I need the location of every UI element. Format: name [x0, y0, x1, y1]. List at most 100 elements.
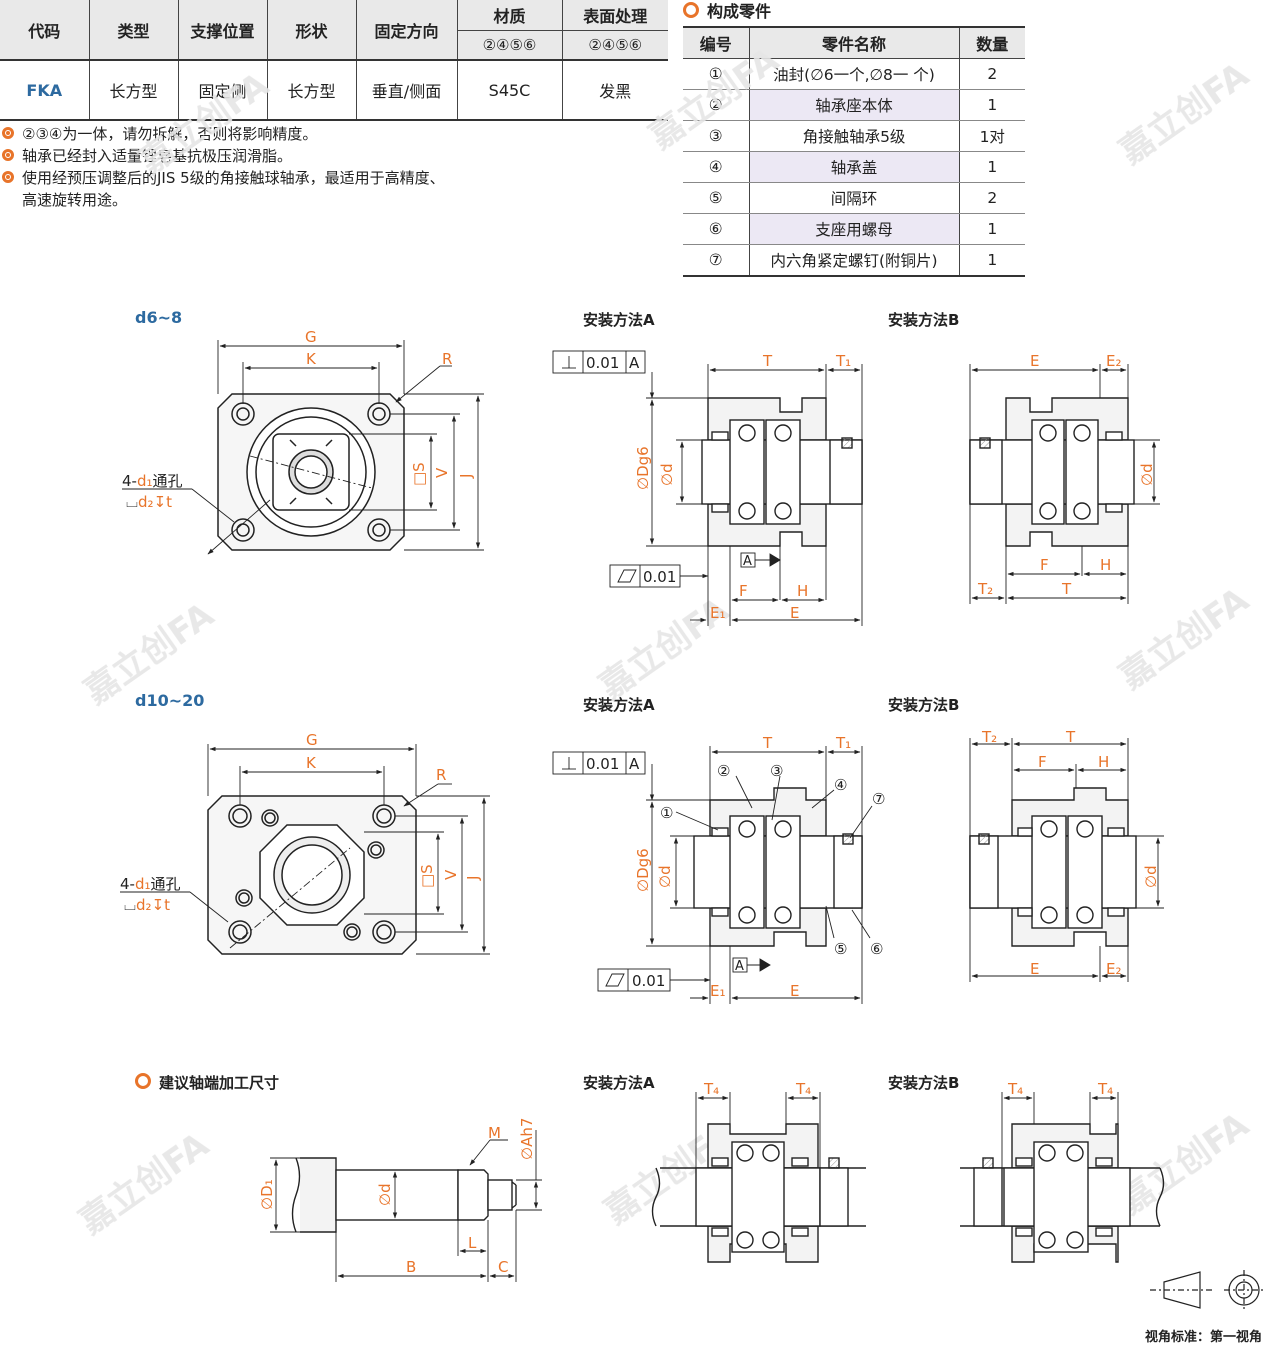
dim-dg6: ∅Dg6 [634, 446, 652, 490]
part-qty: 2 [959, 182, 1025, 214]
part-name: 轴承盖 [749, 151, 960, 183]
label-d-large: d10~20 [135, 691, 205, 710]
callout-6: ⑥ [870, 940, 883, 958]
dim-s: □S [418, 864, 436, 888]
part-no: ⑤ [683, 182, 750, 214]
dim-t: T [1061, 580, 1072, 598]
section-b-small-dims [969, 364, 1160, 604]
section-a-t4 [651, 1123, 866, 1263]
spec-subheader-material: ②④⑤⑥ [457, 30, 563, 60]
parts-header-no: 编号 [683, 26, 750, 59]
part-no: ④ [683, 151, 750, 183]
watermark-logo: 嘉立创FA [77, 595, 221, 713]
front-view-small [217, 393, 405, 551]
front-view-large-labels: G K R J V □S 4-d₁通孔 ⌴d₂↧t [120, 731, 482, 914]
dim-s: □S [410, 462, 428, 486]
note-text: ②③④为一体，请勿拆解，否则将影响精度。 [22, 125, 318, 143]
part-name: 油封(∅6一个,∅8一 个) [749, 58, 960, 90]
section-a-large [693, 787, 863, 947]
dim-r: R [442, 350, 452, 368]
dim-k: K [306, 350, 317, 368]
spec-cell-shape: 长方型 [267, 59, 357, 121]
hole-counterbore: ⌴d₂↧t [126, 493, 172, 511]
dim-r: R [436, 766, 446, 784]
note-text: 使用经预压调整后的JIS 5级的角接触球轴承，最适用于高精度、 [22, 169, 445, 187]
part-qty: 2 [959, 58, 1025, 90]
part-qty: 1 [959, 244, 1025, 277]
watermark-logo: 嘉立创FA [1112, 55, 1256, 173]
dim-t1: T₁ [835, 734, 851, 752]
dim-c: C [498, 1258, 508, 1276]
spec-cell-type: 长方型 [89, 59, 179, 121]
spec-cell-surface: 发黑 [562, 59, 668, 121]
dim-d: ∅d [376, 1183, 394, 1206]
hole-callout: 4-d₁通孔 [122, 472, 183, 490]
hole-counterbore: ⌴d₂↧t [124, 896, 170, 914]
hole-depth: ↧t [154, 493, 173, 511]
view-standard: 视角标准：第一视角 [1145, 1330, 1263, 1345]
note-text: 高速旋转用途。 [22, 191, 128, 209]
watermark-logo: 嘉立创FA [642, 40, 786, 158]
bullet-icon [2, 127, 14, 139]
dim-e: E [1030, 352, 1039, 370]
parts-header-qty: 数量 [959, 26, 1025, 59]
dim-t: T [762, 734, 773, 752]
callout-2: ② [717, 762, 730, 780]
dim-e: E [790, 982, 799, 1000]
projection-symbol-icon [1150, 1270, 1264, 1310]
spec-header-type: 类型 [89, 0, 179, 60]
callout-1: ① [660, 804, 673, 822]
tol-perp-value: 0.01 [586, 354, 619, 372]
section-b-large-dims [969, 738, 1164, 982]
section-b-small-labels: E E₂ ∅d F H T₂ T [977, 352, 1156, 598]
spec-subheader-surface: ②④⑤⑥ [562, 30, 668, 60]
dim-d: ∅d [1138, 463, 1156, 486]
dim-dg6: ∅Dg6 [634, 848, 652, 892]
hole-d2: d₂ [136, 896, 152, 914]
dim-t4: T₄ [795, 1080, 811, 1098]
spec-table: 代码 类型 支撑位置 形状 固定方向 材质 表面处理 ②④⑤⑥ ②④⑤⑥ FKA… [0, 0, 668, 121]
hole-d2: d₂ [138, 493, 154, 511]
dim-g: G [306, 731, 318, 749]
label-method-b-3: 安装方法B [888, 1074, 960, 1092]
dim-e2: E₂ [1106, 352, 1122, 370]
callout-7: ⑦ [872, 790, 885, 808]
part-name: 支座用螺母 [749, 213, 960, 245]
spec-header-surface: 表面处理 [562, 0, 668, 31]
hole-d1: d₁ [135, 875, 151, 893]
dim-d1: ∅D₁ [258, 1179, 276, 1210]
part-no: ③ [683, 120, 750, 152]
note-item: 轴承已经封入适量锂皂基抗极压润滑脂。 [0, 145, 560, 167]
hole-through: 通孔 [151, 875, 181, 893]
dim-e2: E₂ [1106, 960, 1122, 978]
hole-callout: 4-d₁通孔 [120, 875, 181, 893]
shaft-title: 建议轴端加工尺寸 [135, 1072, 279, 1093]
section-b-small [969, 397, 1135, 547]
part-no: ⑦ [683, 244, 750, 277]
shaft-labels: ∅D₁ ∅d ∅Ah7 M B C L [258, 1118, 536, 1276]
part-qty: 1对 [959, 120, 1025, 152]
spec-cell-code: FKA [0, 59, 90, 121]
spec-header-shape: 形状 [267, 0, 357, 60]
parts-title: 构成零件 [683, 0, 771, 24]
note-item: 使用经预压调整后的JIS 5级的角接触球轴承，最适用于高精度、 [0, 167, 560, 189]
shaft-drawing [291, 1157, 517, 1233]
section-b-large-labels: T₂ T F H ∅d E E₂ [981, 728, 1160, 978]
spec-header-direction: 固定方向 [356, 0, 458, 60]
dim-e: E [1030, 960, 1039, 978]
spec-cell-direction: 垂直/侧面 [356, 59, 458, 121]
hole-depth: ↧t [152, 896, 171, 914]
part-name: 内六角紧定螺钉(附铜片) [749, 244, 960, 277]
spec-cell-material: S45C [457, 59, 563, 121]
dim-h: H [1100, 556, 1111, 574]
callout-3: ③ [770, 762, 783, 780]
dim-d: ∅d [1142, 865, 1160, 888]
spec-header-code: 代码 [0, 0, 90, 60]
note-item: ②③④为一体，请勿拆解，否则将影响精度。 [0, 123, 560, 145]
